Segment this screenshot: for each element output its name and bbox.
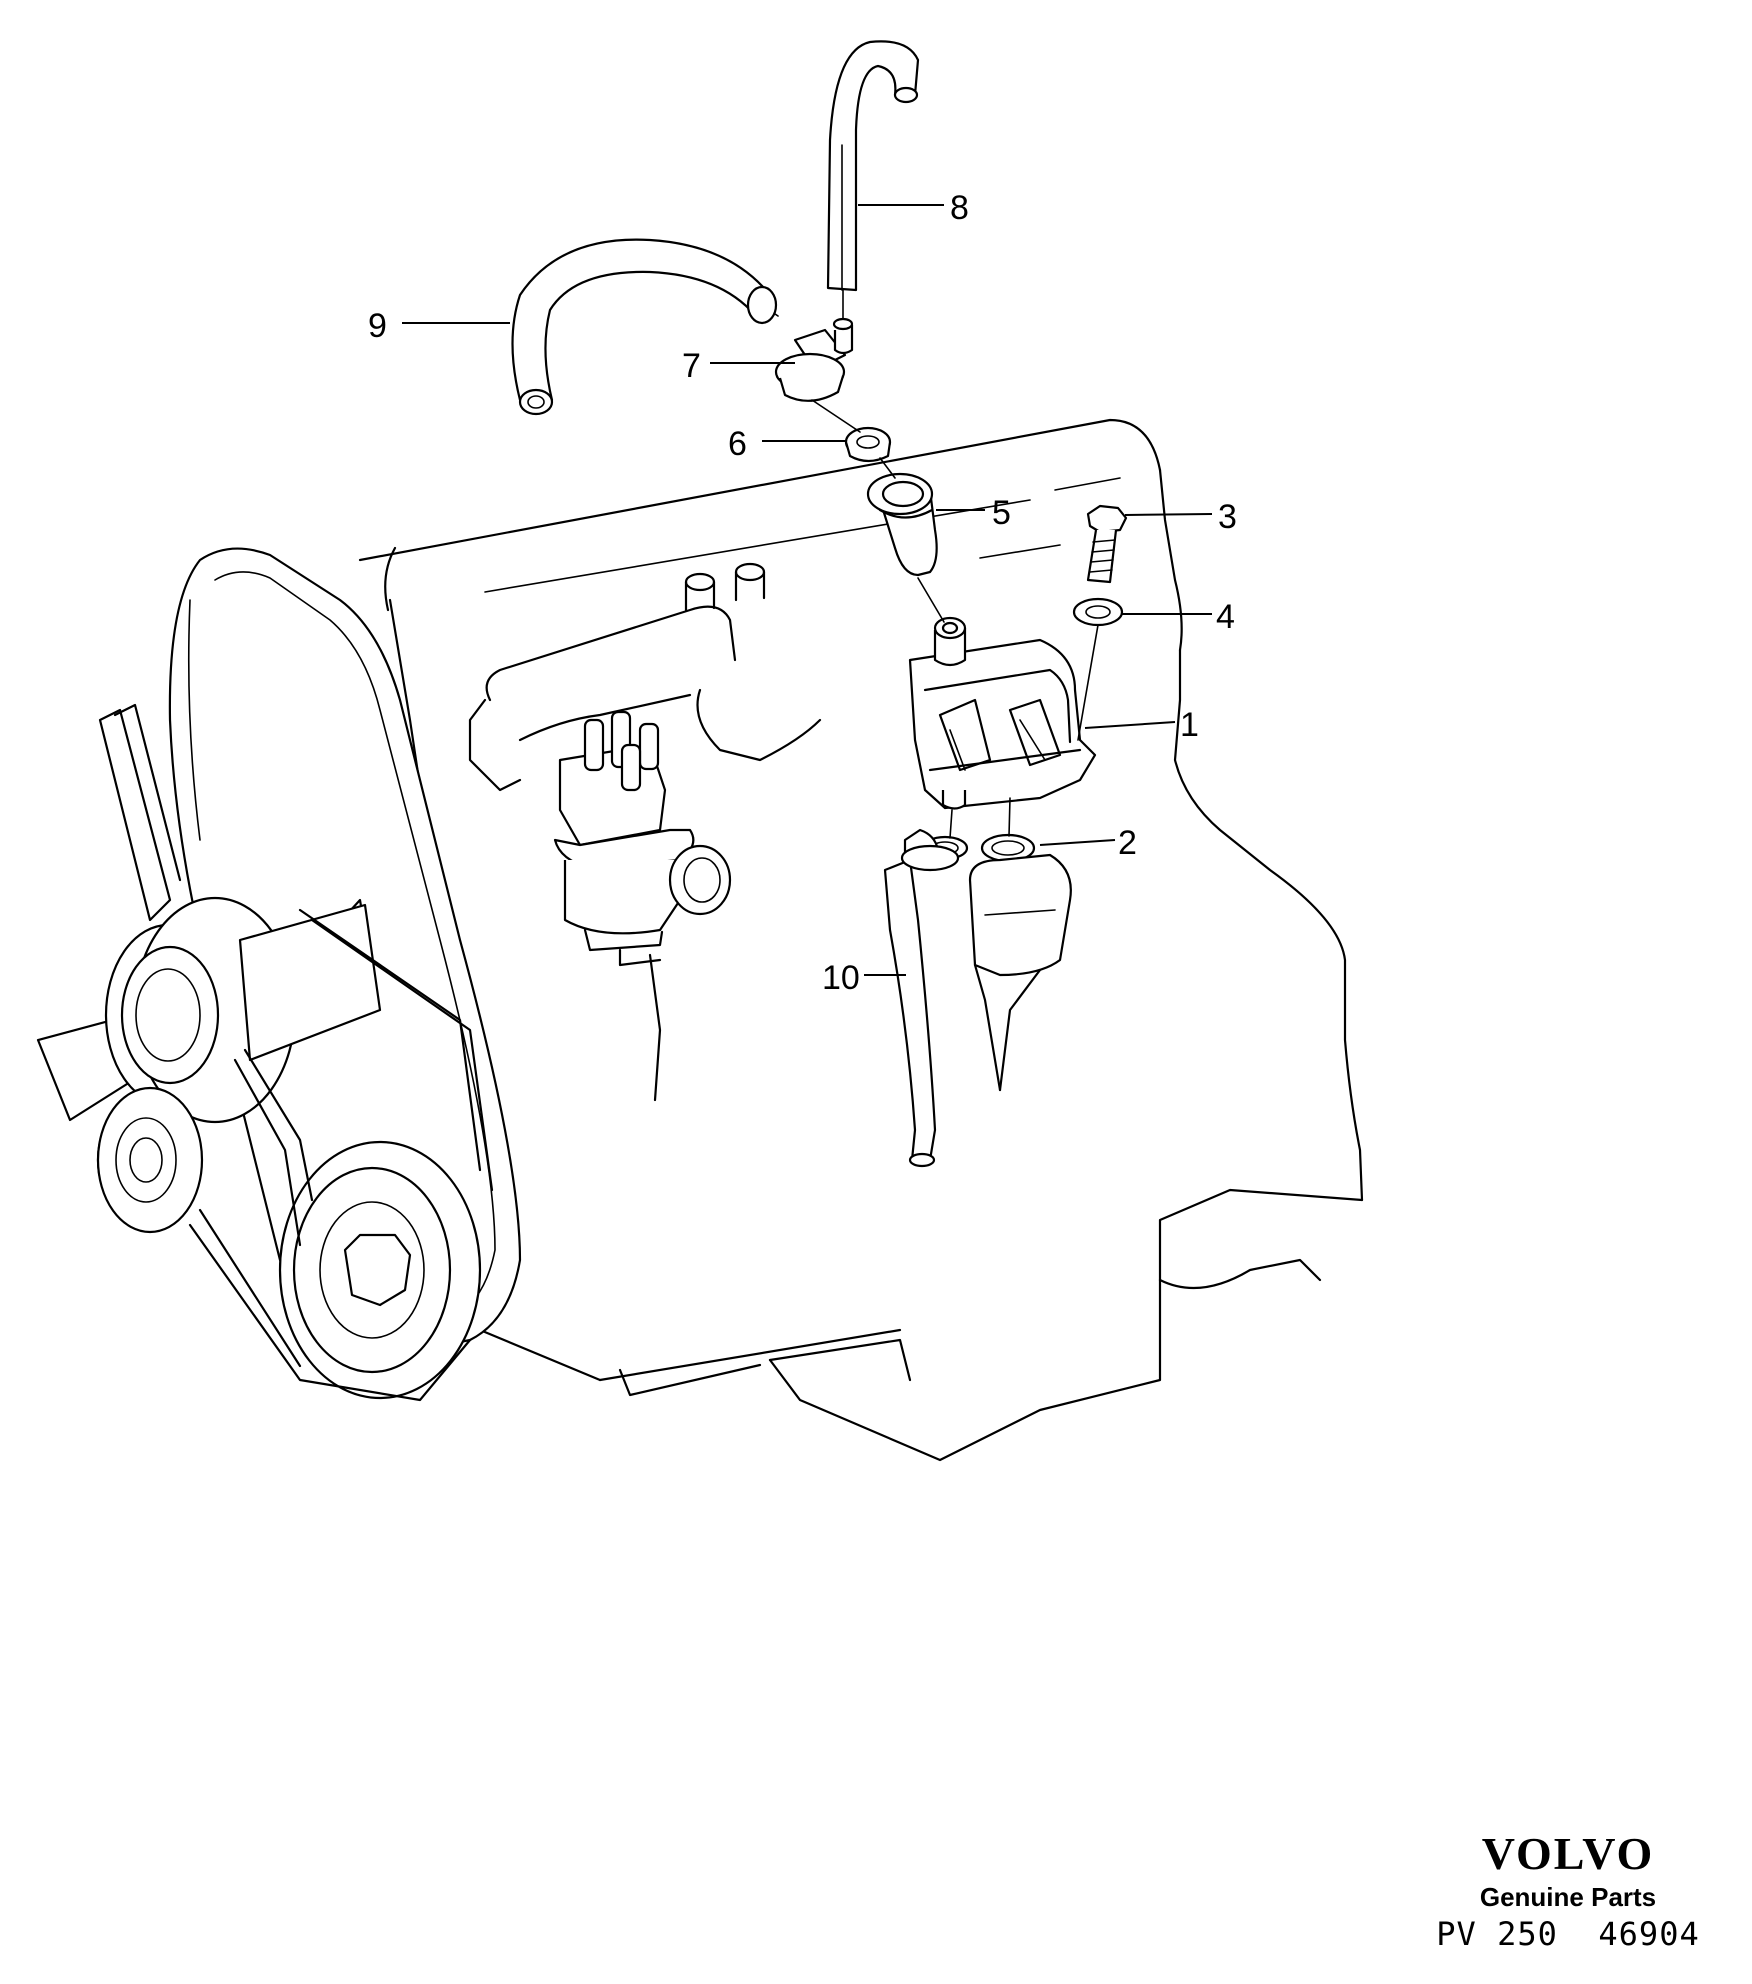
assembly-line-lower — [917, 577, 945, 623]
diagram-reference-number: PV 250 46904 — [1436, 1915, 1700, 1953]
part-1-oil-trap-housing — [908, 616, 1097, 810]
callout-5: 5 — [992, 494, 1011, 532]
assembly-line-mid — [879, 457, 896, 479]
volvo-logo: VOLVO — [1481, 1828, 1655, 1879]
callout-6: 6 — [728, 425, 747, 463]
callout-2: 2 — [1118, 824, 1137, 862]
engine-block — [358, 418, 1364, 1462]
part-3-bolt — [1086, 504, 1128, 584]
assembly-line-oring-right — [1008, 797, 1011, 837]
part-2-o-rings — [921, 833, 1072, 1092]
part-6-grommet — [844, 426, 892, 463]
callout-3: 3 — [1218, 498, 1237, 536]
leader-2 — [1039, 839, 1116, 846]
callout-1: 1 — [1180, 706, 1199, 744]
callout-7: 7 — [682, 347, 701, 385]
part-9-hose — [511, 238, 778, 416]
assembly-line-bolt — [1077, 624, 1099, 741]
callout-9: 9 — [368, 307, 387, 345]
part-10-lower-hose — [883, 828, 960, 1168]
leader-3 — [1124, 513, 1213, 516]
callout-10: 10 — [822, 959, 860, 997]
leader-1 — [1084, 721, 1176, 729]
brand-tagline: Genuine Parts — [1479, 1882, 1657, 1912]
part-8-hose — [826, 40, 920, 292]
assembly-line-oring-left — [949, 809, 953, 839]
part-4-washer — [1072, 597, 1124, 627]
part-7-nipple — [774, 317, 854, 402]
pulleys — [96, 896, 494, 1402]
callout-8: 8 — [950, 189, 969, 227]
assembly-line-upper — [811, 399, 861, 433]
part-5-flame-trap — [866, 472, 938, 577]
brand-block: VOLVO Genuine Parts PV 250 46904 — [1418, 1828, 1718, 1954]
distributor — [553, 710, 732, 1102]
callout-4: 4 — [1216, 598, 1235, 636]
